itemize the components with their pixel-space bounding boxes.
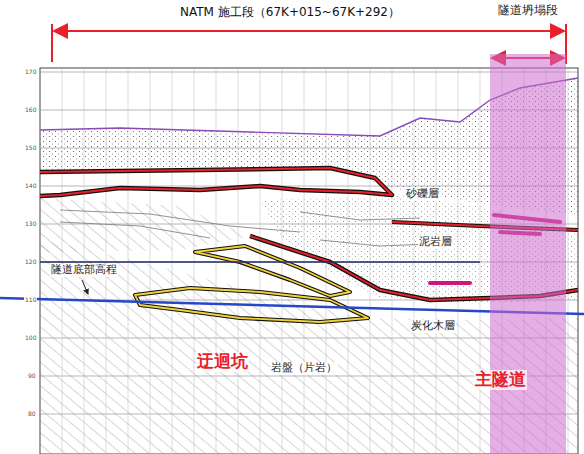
shaft-label: 迂迴坑 xyxy=(196,352,249,372)
collapse-band: 隧道坍塌段主隧道 xyxy=(468,4,572,454)
title: NATM 施工段（67K+015~67K+292） xyxy=(180,6,400,20)
pink-band xyxy=(490,54,566,454)
top-dimension xyxy=(52,24,566,64)
level-line xyxy=(40,261,480,263)
axis-number: 110 xyxy=(24,297,37,304)
layer-label: 砂礫層 xyxy=(405,188,440,201)
layer-label: 炭化木層 xyxy=(410,320,456,333)
axis-number: 160 xyxy=(24,107,37,114)
axis-number: 140 xyxy=(24,183,37,190)
axis-number: 100 xyxy=(24,335,37,342)
mudstone-lines xyxy=(60,210,430,246)
layer-label: 岩盤（片岩） xyxy=(270,362,338,375)
axis-number: 80 xyxy=(27,411,37,418)
axis-number: 150 xyxy=(24,145,37,152)
axis-number: 90 xyxy=(27,373,37,380)
layer-label: 泥岩層 xyxy=(418,236,453,249)
axis-number: 170 xyxy=(24,69,37,76)
axis-number: 120 xyxy=(24,259,37,266)
carbonized-wood-lens xyxy=(135,246,368,322)
axis-number: 130 xyxy=(24,221,37,228)
tunnel-label: 主隧道 xyxy=(474,370,527,390)
band-heading: 隧道坍塌段 xyxy=(497,4,559,18)
elevation-label: 隧道底部高程 xyxy=(50,264,118,277)
leader-arrow xyxy=(82,280,88,294)
